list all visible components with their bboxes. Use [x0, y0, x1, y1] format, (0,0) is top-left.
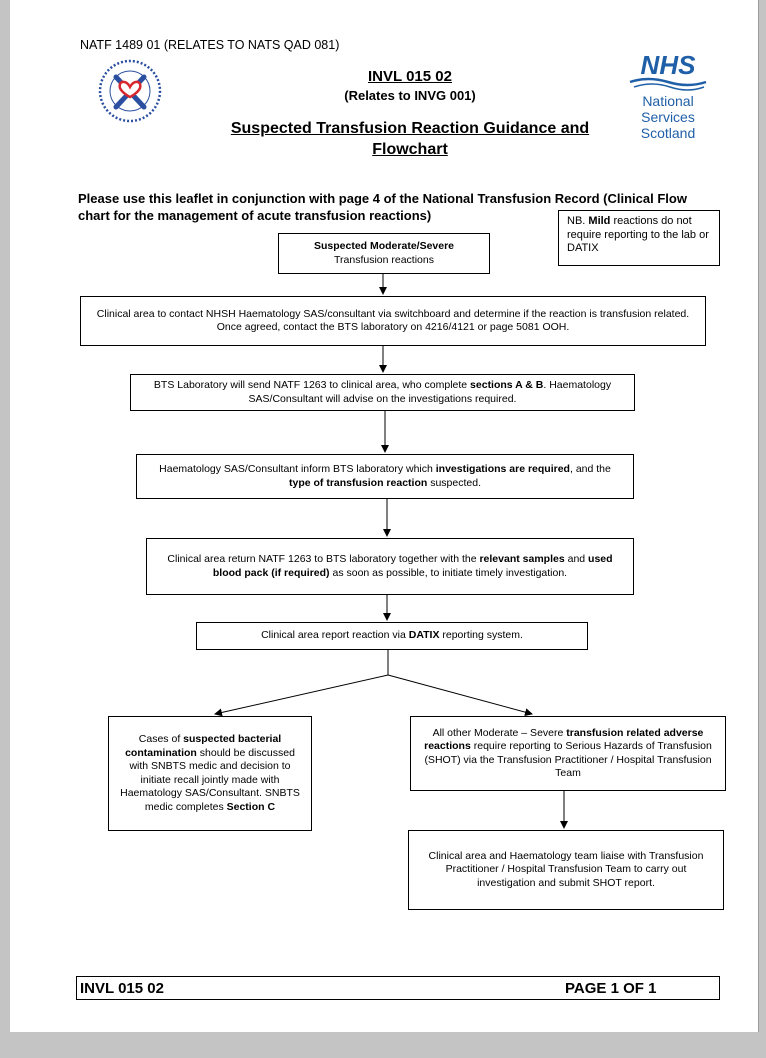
footer-doc-code: INVL 015 02 — [80, 980, 164, 997]
flow-step-contact-haematology: Clinical area to contact NHSH Haematolog… — [80, 296, 706, 346]
flow-step-return-samples: Clinical area return NATF 1263 to BTS la… — [146, 538, 634, 595]
footer: INVL 015 02 PAGE 1 OF 1 — [76, 976, 720, 1000]
nhs-line2: Services — [641, 109, 695, 125]
nhs-logo: NHS National Services Scotland — [626, 50, 710, 144]
document-title: Suspected Transfusion Reaction Guidance … — [230, 120, 590, 158]
flow-step-datix: Clinical area report reaction via DATIX … — [196, 622, 588, 650]
intro-text: Please use this leaflet in conjunction w… — [78, 191, 687, 223]
nhs-brand: NHS — [641, 52, 697, 80]
flow-step-bts-send-natf: BTS Laboratory will send NATF 1263 to cl… — [130, 374, 635, 411]
document-page: NATF 1489 01 (RELATES TO NATS QAD 081) I… — [10, 0, 759, 1032]
form-reference: NATF 1489 01 (RELATES TO NATS QAD 081) — [80, 38, 340, 52]
nhs-line1: National — [642, 93, 693, 109]
flow-step-shot-reporting: All other Moderate – Severe transfusion … — [410, 716, 726, 791]
document-code: INVL 015 02 — [368, 68, 452, 85]
flow-step-liaise-submit-shot: Clinical area and Haematology team liais… — [408, 830, 724, 910]
flow-step-bacterial-contamination: Cases of suspected bacterial contaminati… — [108, 716, 312, 831]
flow-connectors — [214, 274, 568, 829]
footer-page-number: PAGE 1 OF 1 — [565, 980, 657, 997]
mild-reactions-note: NB. Mild reactions do not require report… — [558, 210, 720, 266]
flow-step-inform-investigations: Haematology SAS/Consultant inform BTS la… — [136, 454, 634, 499]
relates-to: (Relates to INVG 001) — [344, 88, 476, 103]
nhs-line3: Scotland — [641, 125, 695, 141]
snbts-logo — [82, 55, 178, 127]
